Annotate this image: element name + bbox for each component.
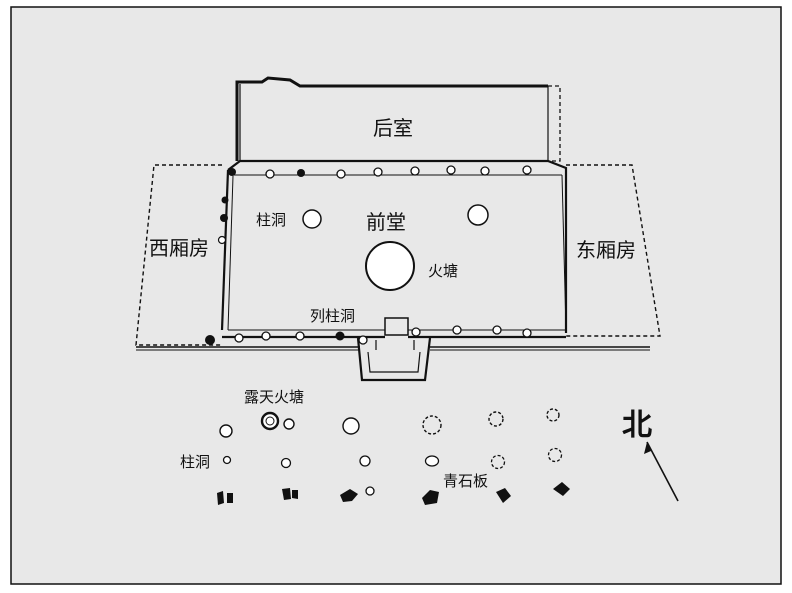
bluestone-slab-label: 青石板 (443, 472, 489, 490)
fire-pit-label: 火塘 (428, 262, 459, 280)
yard-post-holes-row-1 (219, 408, 560, 438)
entrance (356, 317, 432, 382)
south-wall-post-holes (234, 325, 532, 345)
north-wall-post-holes (228, 165, 532, 179)
open-air-fire-pit (260, 411, 295, 431)
west-wall-post-holes (205, 196, 229, 345)
open-air-fire-pit-label: 露天火塘 (244, 388, 305, 406)
rear-room (235, 76, 561, 162)
fire-pit (365, 241, 415, 291)
south-foundation (136, 346, 650, 351)
west-wing-label: 西厢房 (149, 236, 209, 260)
figure-frame (10, 6, 782, 585)
north-label: 北 (622, 408, 652, 443)
column-post-holes-label: 列柱洞 (310, 307, 356, 325)
front-hall (220, 159, 568, 339)
east-wing-label: 东厢房 (576, 238, 636, 262)
rear-room-label: 后室 (373, 116, 413, 140)
front-hall-label: 前堂 (366, 210, 406, 234)
yard-post-hole-label: 柱洞 (180, 453, 211, 471)
hall-post-holes (302, 204, 489, 229)
yard-post-holes-row-2 (222, 447, 563, 470)
hall-post-hole-label: 柱洞 (256, 211, 287, 229)
bluestone-slabs (217, 482, 570, 505)
north-arrow (644, 441, 679, 502)
